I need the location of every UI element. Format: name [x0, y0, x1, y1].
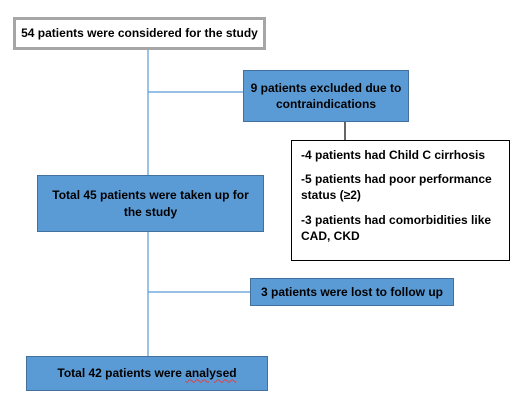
analysed-prefix: Total 42 patients were — [57, 366, 186, 381]
lost-text: 3 patients were lost to follow up — [260, 284, 443, 299]
excluded-box: 9 patients excluded due to contraindicat… — [243, 70, 409, 122]
exclusion-reason: -5 patients had poor performance status … — [301, 172, 492, 203]
exclusion-reason: -3 patients had comorbidities like CAD, … — [301, 212, 492, 243]
exclusion-reason: -4 patients had Child C cirrhosis — [301, 148, 486, 162]
lost-box: 3 patients were lost to follow up — [250, 278, 454, 306]
analysed-box: Total 42 patients were analysed — [26, 356, 268, 391]
considered-text: 54 patients were considered for the stud… — [21, 26, 258, 41]
analysed-word: analysed — [185, 366, 237, 381]
excluded-text: 9 patients excluded due to contraindicat… — [250, 80, 402, 111]
analysed-text: Total 42 patients were analysed — [57, 365, 236, 381]
exclusion-reasons-box: -4 patients had Child C cirrhosis -5 pat… — [291, 140, 510, 261]
taken-up-box: Total 45 patients were taken up for the … — [37, 175, 264, 232]
considered-box: 54 patients were considered for the stud… — [13, 17, 266, 50]
taken-up-text: Total 45 patients were taken up for the … — [52, 188, 249, 219]
